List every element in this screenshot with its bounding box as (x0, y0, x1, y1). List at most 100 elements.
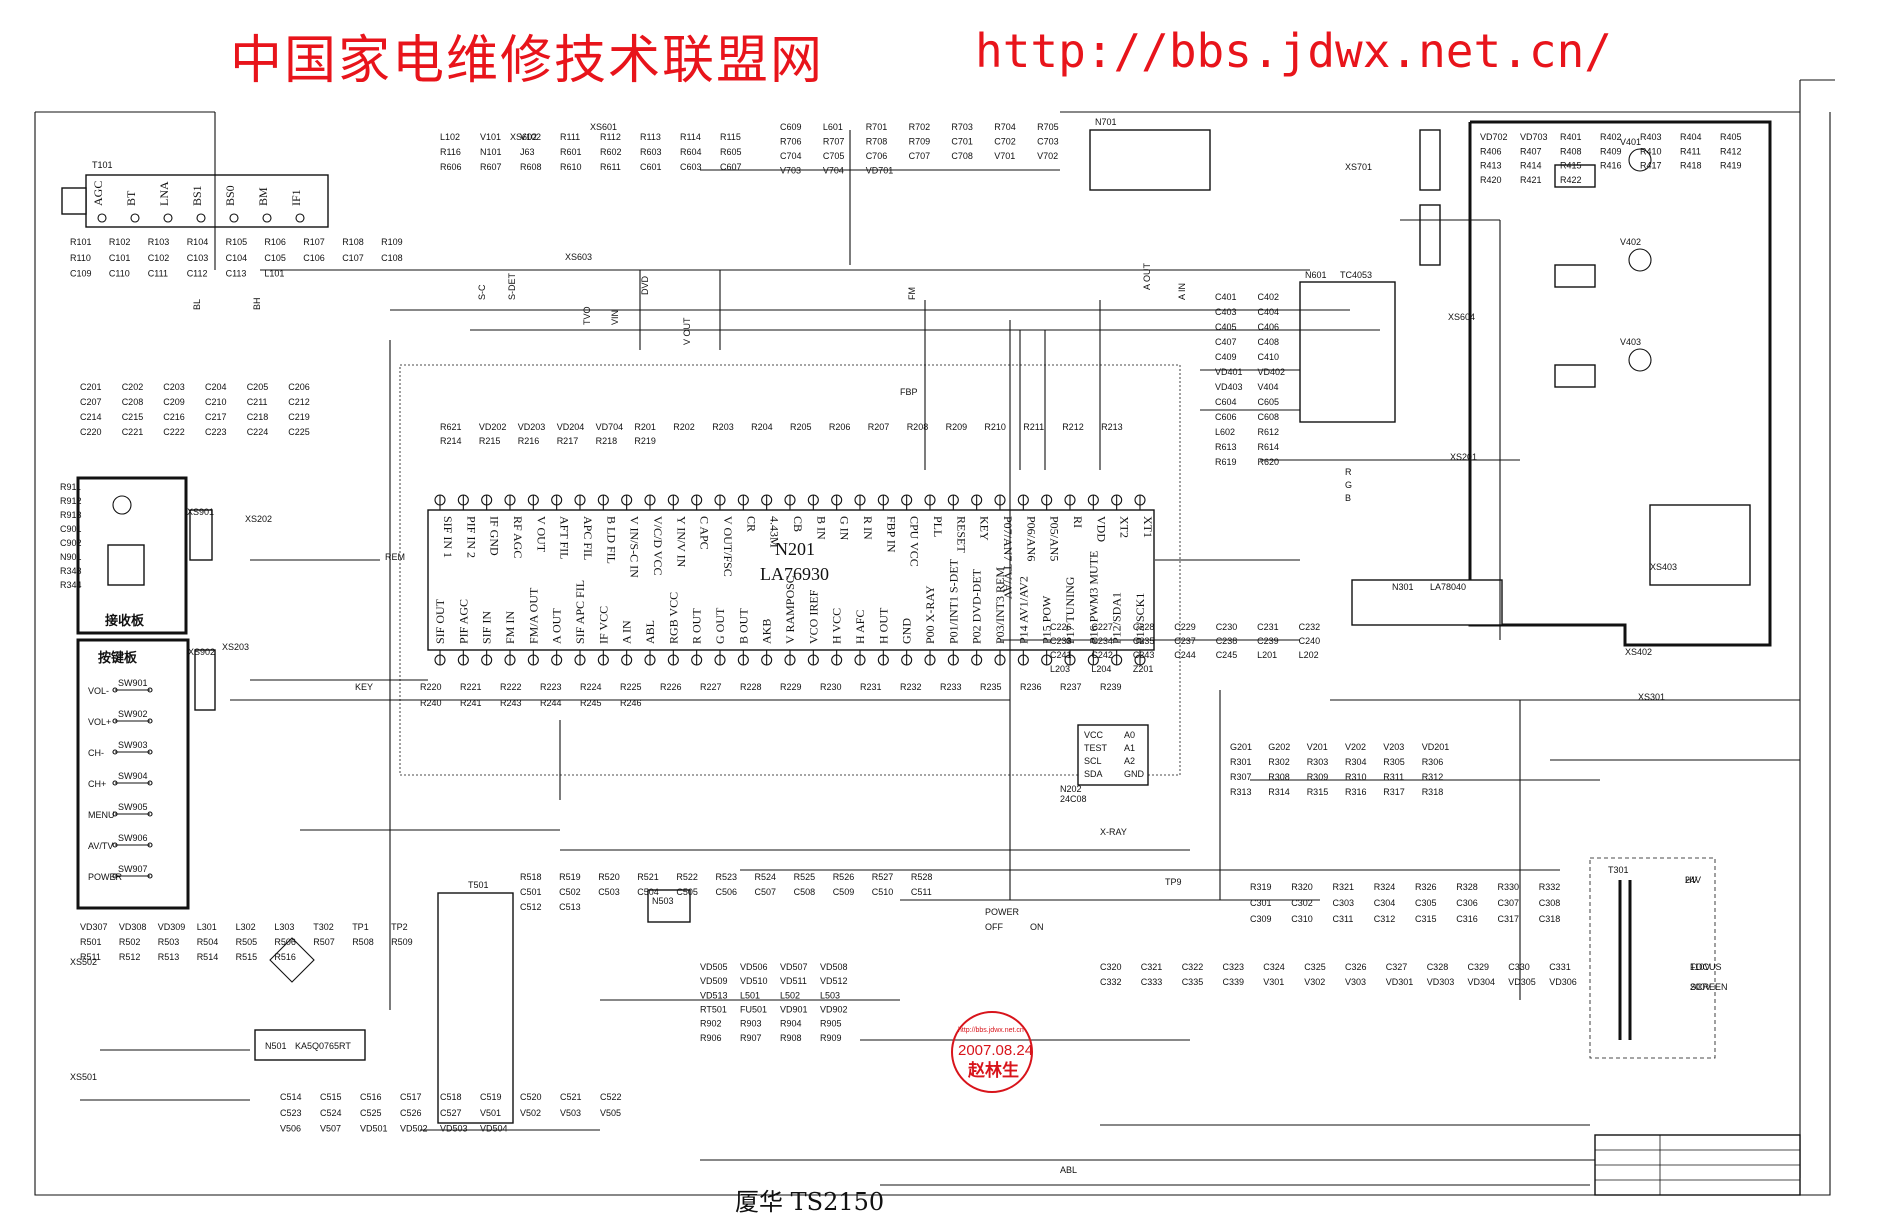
ic-bottom-pin-number (551, 654, 563, 666)
component-label: C106 (303, 253, 325, 263)
component-label: C333 (1141, 977, 1163, 987)
component-label: V202 (1345, 742, 1366, 752)
component-label: C320 (1100, 962, 1122, 972)
component-label: R213 (1101, 422, 1123, 432)
component-label: R403 (1640, 132, 1662, 142)
component-label: VD701 (866, 165, 894, 175)
component-label: C317 (1498, 914, 1520, 924)
ic-bottom-pin-number (574, 654, 586, 666)
signal-label: POWER (985, 907, 1020, 917)
key-switch-ref: SW906 (118, 833, 148, 843)
component-label: R502 (119, 937, 141, 947)
key-contact (147, 780, 153, 786)
component-label: R420 (1480, 175, 1502, 185)
ic-top-pin-label: Y IN/V IN (674, 516, 688, 568)
component-label: V702 (1037, 151, 1058, 161)
component-label: R908 (780, 1033, 802, 1043)
ic-top-pin-number (504, 494, 516, 506)
component-label: N901 (60, 552, 82, 562)
signal-label: ABL (1060, 1165, 1077, 1175)
component-label: R304 (1345, 757, 1367, 767)
tuner-pin (262, 213, 272, 223)
ir-led-icon (112, 495, 132, 515)
component-label: C410 (1258, 352, 1280, 362)
signal-label: SCREEN (1690, 982, 1728, 992)
component-label: R309 (1307, 772, 1329, 782)
power-ic-ref: N501 (265, 1041, 287, 1051)
keyboard-board-box (76, 638, 190, 910)
component-label: R115 (720, 132, 741, 142)
ic-bottom-pin-label: FM/A OUT (526, 587, 540, 644)
component-label: R416 (1600, 161, 1622, 171)
tuner-pin-label: BT (124, 190, 138, 206)
component-label: R508 (352, 937, 374, 947)
component-label: R709 (909, 136, 931, 146)
component-label: R519 (559, 872, 581, 882)
component-label: C240 (1299, 636, 1321, 646)
ic-bottom-pin-number (1017, 654, 1029, 666)
ic-bottom-pin-number (667, 654, 679, 666)
signal-label: FBP (900, 387, 918, 397)
ic-bottom-pin-number (854, 654, 866, 666)
ic-top-pin-label: P05/AN5 (1048, 516, 1062, 561)
component-label: R607 (480, 162, 502, 172)
component-label: R240 (420, 698, 442, 708)
component-label: VD505 (700, 962, 728, 972)
component-label: VD506 (740, 962, 768, 972)
ic-top-pin-number (901, 494, 913, 506)
ic-top-pin-number (1087, 494, 1099, 506)
component-label: R909 (820, 1033, 842, 1043)
flyback-outline (1589, 857, 1716, 1059)
tuner-pin-label: AGC (91, 181, 105, 206)
component-label: C902 (60, 538, 82, 548)
ic-bottom-pin-label: H AFC (853, 610, 867, 644)
component-label: R602 (600, 147, 622, 157)
component-label: R101 (70, 237, 92, 247)
component-label: R703 (951, 122, 973, 132)
switch-ic-n601: N601 TC4053 (1299, 270, 1396, 423)
component-label: C402 (1258, 292, 1280, 302)
component-label: VD201 (1422, 742, 1450, 752)
component-label: C202 (122, 382, 144, 392)
component-label: R110 (70, 253, 91, 263)
component-label: R411 (1680, 146, 1701, 156)
component-label: VD902 (820, 1005, 848, 1015)
ic-bottom-pin-label: V RAMPOSC (783, 575, 797, 644)
component-label: V503 (560, 1108, 581, 1118)
ic-top-pin-label: V OUT (534, 516, 548, 553)
component-label: C315 (1415, 914, 1437, 924)
component-label: R608 (520, 162, 542, 172)
component-label: C225 (288, 427, 310, 437)
component-label: VD901 (780, 1005, 808, 1015)
component-label: V701 (994, 151, 1015, 161)
component-label: R619 (1215, 457, 1237, 467)
tuner-pin-label: LNA (157, 181, 171, 206)
receiver-board-box (76, 476, 188, 635)
signal-label: FM (907, 287, 917, 300)
component-label: C210 (205, 397, 227, 407)
ic-bottom-pin-label: SIF APC FIL (573, 580, 587, 644)
component-label: VD501 (360, 1124, 388, 1134)
component-label: C245 (1216, 650, 1238, 660)
antenna-jack (61, 187, 87, 215)
tuner-ref: T101 (92, 160, 113, 170)
ic-bottom-pin-number (737, 654, 749, 666)
ic-top-pin-number (737, 494, 749, 506)
component-label: G202 (1268, 742, 1290, 752)
tuner-pin-label: BS1 (190, 185, 204, 206)
component-label: C328 (1427, 962, 1449, 972)
component-label: R518 (520, 872, 542, 882)
key-function-label: CH+ (88, 779, 106, 789)
component-label: R319 (1250, 882, 1272, 892)
diagram-title: 厦华 TS2150 (735, 1188, 884, 1216)
component-label: R212 (1062, 422, 1084, 432)
component-label: R511 (80, 952, 101, 962)
component-label: R102 (109, 237, 131, 247)
ic-bottom-pin-label: SIF OUT (433, 598, 447, 644)
component-label: C707 (909, 151, 931, 161)
site-url[interactable]: http://bbs.jdwx.net.cn/ (975, 24, 1612, 78)
